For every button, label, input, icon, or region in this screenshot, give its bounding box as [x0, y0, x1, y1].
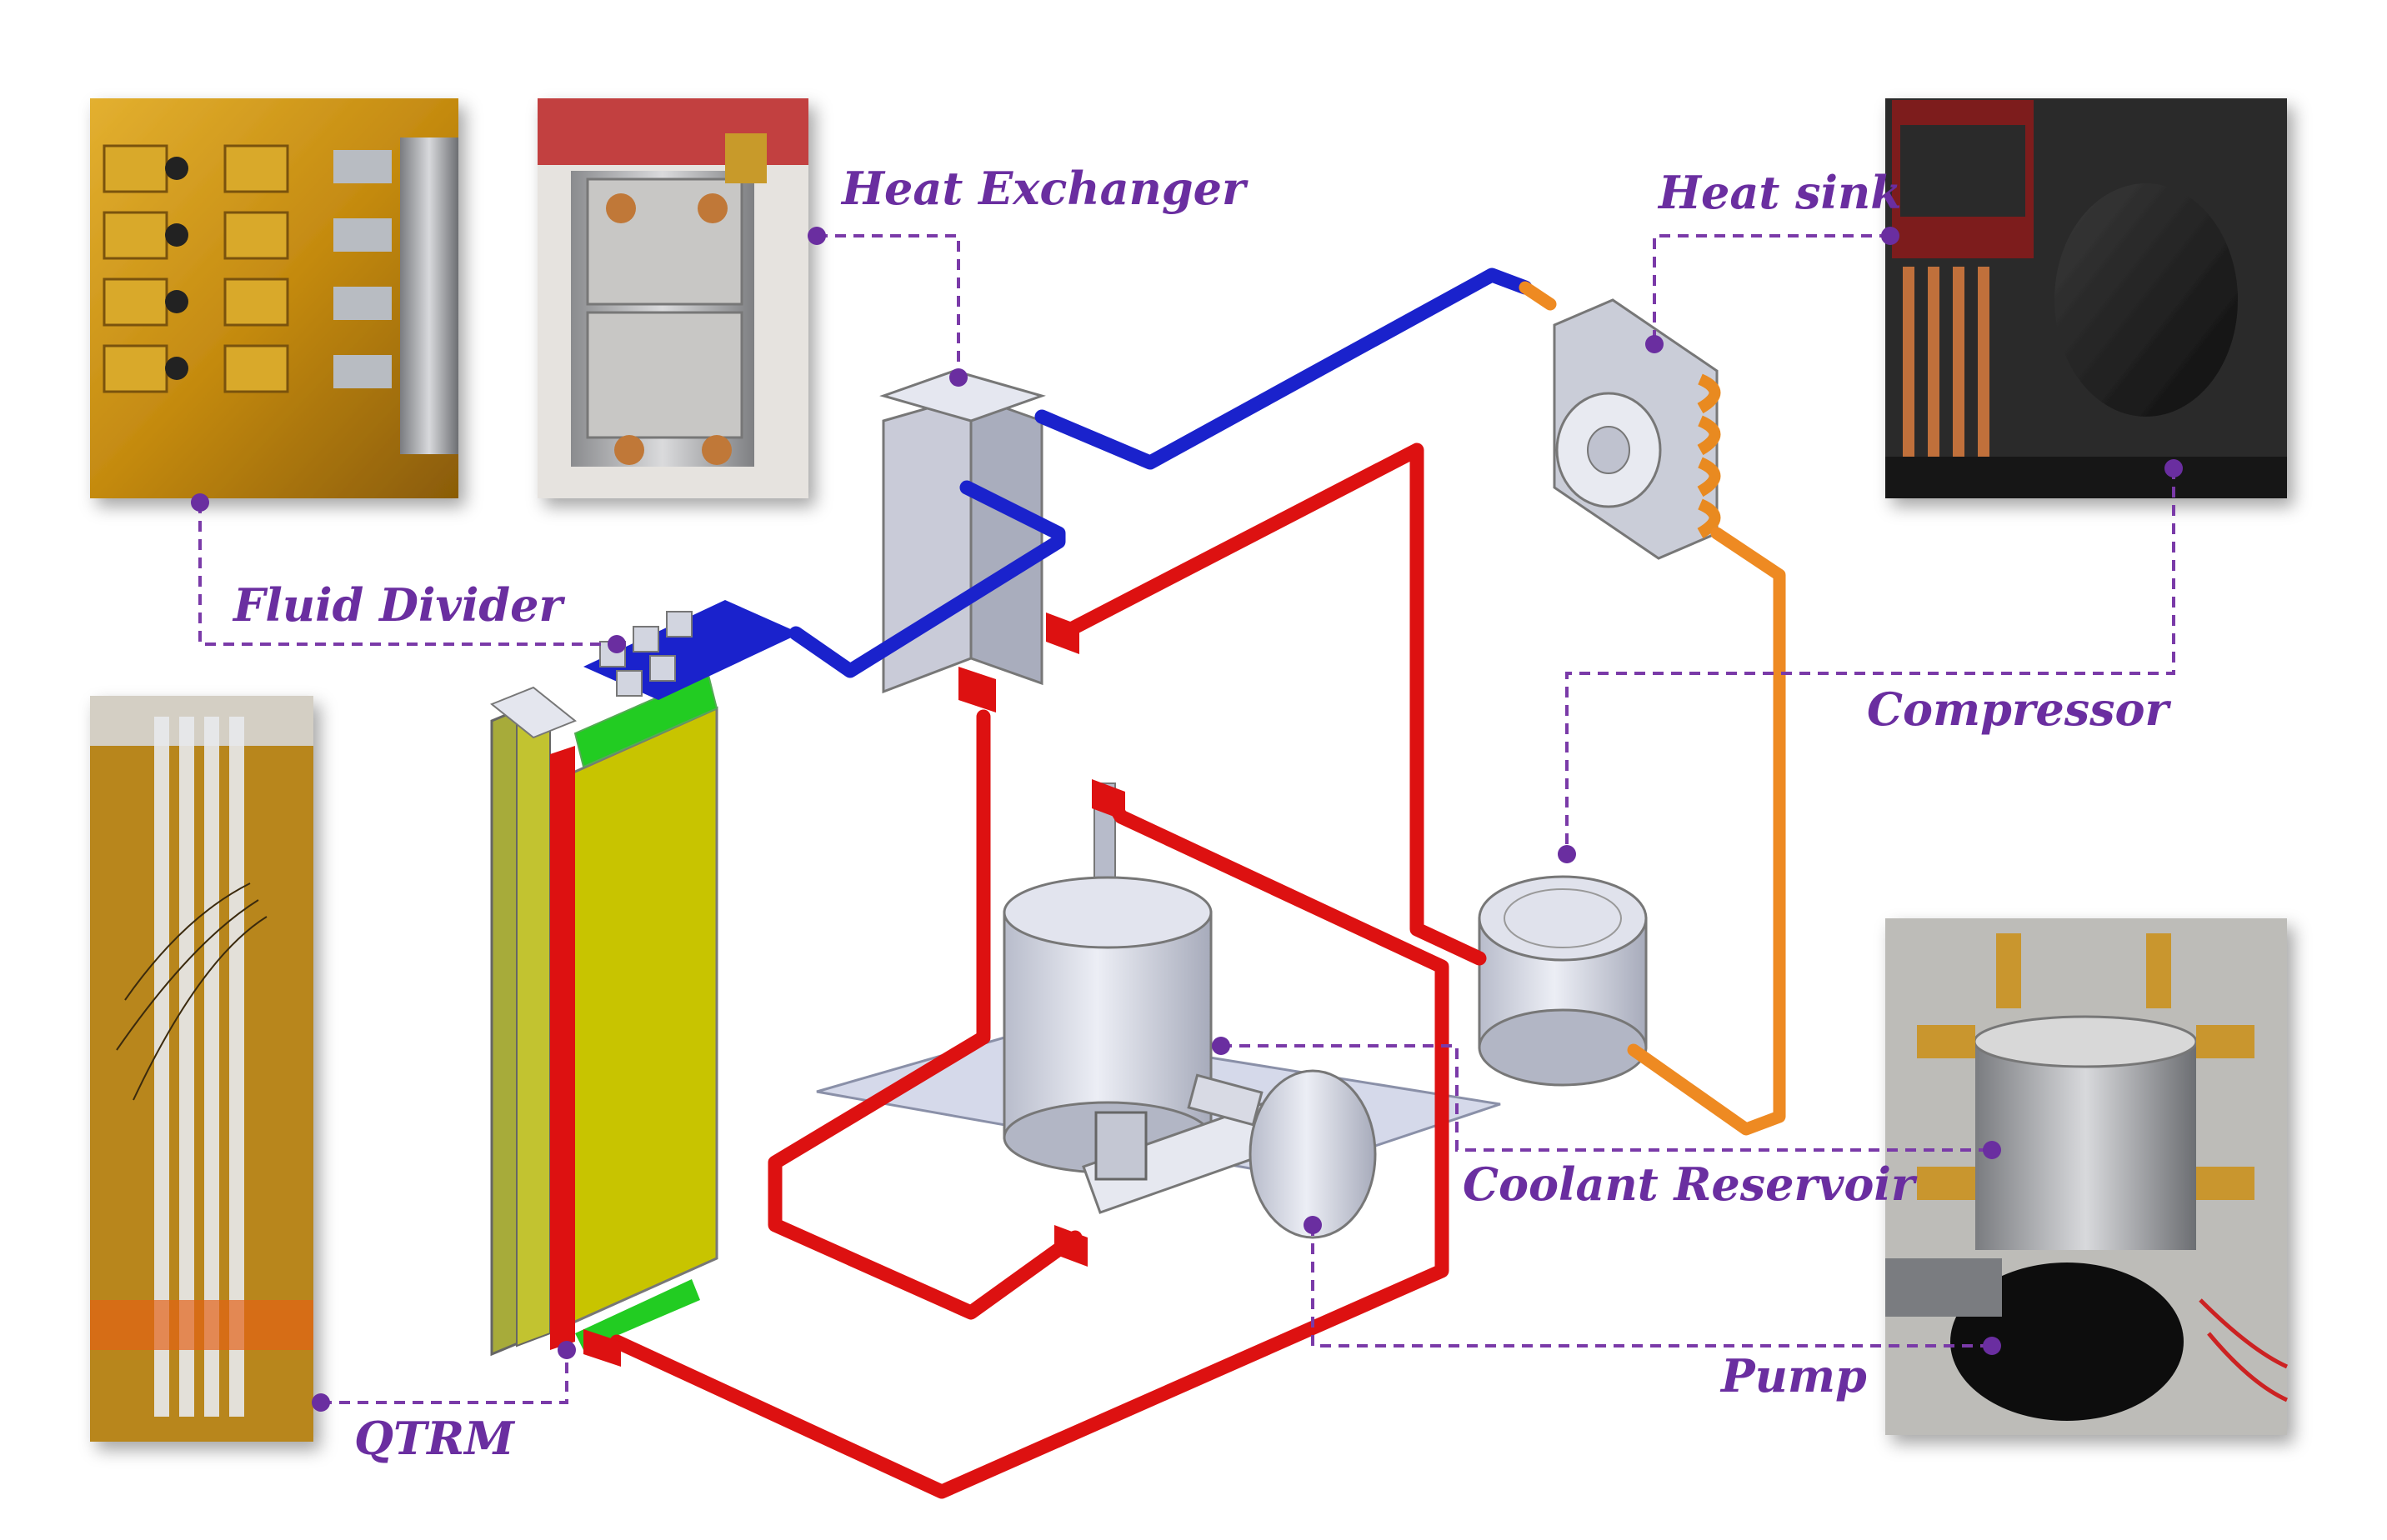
label-heat-sink: Heat sink: [1657, 166, 1902, 219]
label-qtrm: QTRM: [354, 1412, 516, 1465]
compressor-photo: [1885, 98, 2287, 498]
fluid-divider-photo: [90, 98, 458, 498]
label-compressor: Compressor: [1867, 682, 2172, 736]
label-coolant-reservoir: Coolant Reservoir: [1463, 1158, 1918, 1211]
leader-compressor: [1565, 468, 2175, 854]
leader-heat-exchanger: [817, 234, 960, 375]
leader-heat-sink: [1653, 234, 1890, 342]
compressor-model: [1478, 875, 1648, 1087]
label-heat-exchanger: Heat Exchanger: [840, 162, 1249, 215]
heat-exchanger-photo: [538, 98, 808, 498]
qtrm-photo: [90, 696, 313, 1442]
hot-pipe-fittings: [583, 612, 1125, 1367]
refrigerant-pipes: [1519, 281, 1786, 1136]
leader-dots: [191, 227, 2183, 1412]
leader-pump: [1311, 1225, 1992, 1348]
label-fluid-divider: Fluid Divider: [232, 578, 566, 632]
leader-qtrm: [321, 1350, 568, 1404]
cold-coolant-pipes: [788, 268, 1533, 678]
label-pump: Pump: [1719, 1349, 1867, 1402]
leader-lines: [198, 234, 2175, 1404]
leader-fluid-divider: [198, 502, 617, 646]
heat-sink-model: [1553, 298, 1721, 560]
reservoir-pump-photo: [1885, 918, 2289, 1435]
qtrm-model: [490, 673, 718, 1357]
fluid-divider-model: [583, 600, 800, 700]
leader-coolant-reservoir: [1221, 1044, 1992, 1152]
pump-model: [1082, 1069, 1377, 1239]
